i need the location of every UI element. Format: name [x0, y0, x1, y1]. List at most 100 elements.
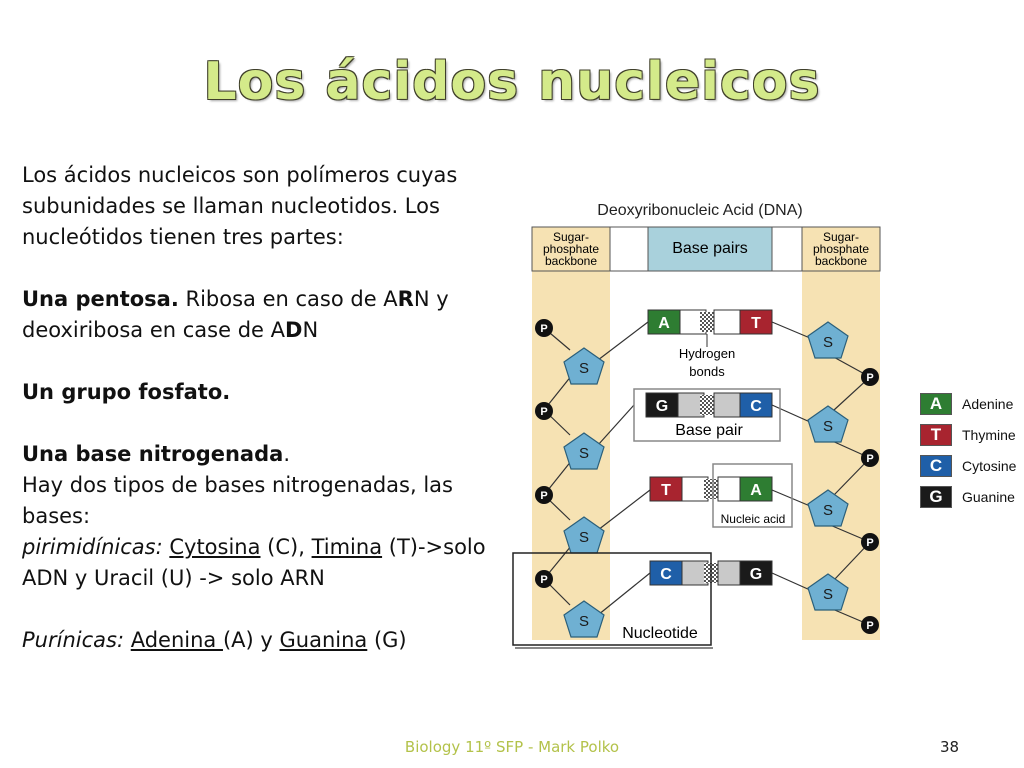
adenina-rest: (A) y [222, 628, 280, 652]
pentosa-text-1: Ribosa en caso de A [178, 287, 398, 311]
phosphate-right-2 [861, 449, 879, 467]
phosphate-right-4-label: P [866, 620, 873, 632]
legend-label-guanine: Guanine [962, 488, 1015, 505]
base-pair-3: T A [649, 476, 773, 502]
nucleic-acid-label: Nucleic acid [721, 512, 786, 526]
sugar-right-1 [807, 321, 849, 359]
slide-body: Los ácidos nucleicos son polímeros cuyas… [22, 160, 522, 656]
hydrogen-bonds-label-1: Hydrogen [679, 346, 735, 361]
base-dot: . [283, 442, 290, 466]
legend-swatch-thymine: T [920, 423, 952, 446]
legend-item-adenine: A Adenine [920, 388, 1016, 419]
legend-item-guanine: G Guanine [920, 481, 1016, 512]
pair-2-left: G [656, 398, 668, 415]
base-pair-1: A T [647, 309, 773, 335]
fosfato-paragraph: Un grupo fosfato. [22, 377, 522, 408]
base-pair-2: G C [645, 392, 773, 418]
pair-1-left: A [658, 315, 670, 332]
left-backbone-line3: backbone [545, 254, 597, 268]
legend-label-thymine: Thymine [962, 426, 1016, 443]
diagram-title: Deoxyribonucleic Acid (DNA) [597, 202, 802, 219]
pirimidinicas-paragraph: pirimidínicas: Cytosina (C), Timina (T)-… [22, 532, 522, 594]
phosphate-right-3 [861, 533, 879, 551]
phosphate-left-4 [535, 570, 553, 588]
pentosa-heading: Una pentosa. [22, 287, 179, 311]
base-pair-highlight [633, 388, 781, 442]
phosphate-right-4 [861, 616, 879, 634]
base-pairs-title: Base pairs [672, 240, 748, 257]
sugar-left-4 [563, 600, 605, 638]
right-backbone-header [801, 226, 881, 272]
pentosa-text-3: N [302, 318, 319, 342]
phosphate-right-2-label: P [866, 453, 873, 465]
purinicas-paragraph: Purínicas: Adenina (A) y Guanina (G) [22, 625, 522, 656]
timina-rest: (T)->solo ADN y Uracil (U) -> solo ARN [22, 535, 486, 590]
guanina-rest: (G) [367, 628, 407, 652]
legend-item-thymine: T Thymine [920, 419, 1016, 450]
pentosa-paragraph: Una pentosa. Ribosa en caso de ARN y deo… [22, 284, 522, 346]
nucleic-acid-highlight [712, 463, 793, 528]
dna-diagram: Deoxyribonucleic Acid (DNA) Sugar- phosp… [512, 202, 881, 649]
page-number: 38 [940, 738, 960, 756]
phosphate-left-3 [535, 486, 553, 504]
nucleotide-highlight [512, 552, 712, 646]
left-backbone-header [531, 226, 611, 272]
legend-label-adenine: Adenine [962, 395, 1014, 412]
right-backbone-line1: Sugar- [823, 230, 859, 244]
cytosina-term: Cytosina [169, 535, 261, 559]
sugar-left-2-label: S [579, 445, 589, 462]
phosphate-left-2 [535, 402, 553, 420]
sugar-right-3-label: S [823, 502, 833, 519]
pentosa-d: D [285, 318, 303, 342]
fosfato-heading: Un grupo fosfato. [22, 380, 231, 404]
phosphate-right-1 [861, 368, 879, 386]
pair-1-right: T [751, 315, 761, 332]
adenina-term: Adenina [130, 628, 223, 652]
pentosa-r: R [397, 287, 414, 311]
guanina-term: Guanina [279, 628, 368, 652]
pair-3-right: A [750, 482, 762, 499]
sugar-right-2-label: S [823, 418, 833, 435]
right-backbone-line2: phosphate [813, 242, 869, 256]
slide-title: Los ácidos nucleicos [203, 52, 821, 112]
base-legend: A Adenine T Thymine C Cytosine G Guanine [920, 388, 1016, 512]
legend-label-cytosine: Cytosine [962, 457, 1017, 474]
pair-4-left: C [660, 566, 672, 583]
phosphate-right-1-label: P [866, 372, 873, 384]
phosphate-left-3-label: P [540, 490, 547, 502]
sugar-right-4-label: S [823, 586, 833, 603]
pair-3-left: T [661, 482, 671, 499]
phosphate-left-2-label: P [540, 406, 547, 418]
legend-swatch-cytosine: C [920, 454, 952, 477]
pair-2-right: C [750, 398, 762, 415]
left-backbone-line1: Sugar- [553, 230, 589, 244]
intro-paragraph: Los ácidos nucleicos son polímeros cuyas… [22, 163, 458, 249]
pair-4-right: G [750, 566, 762, 583]
sugar-right-2 [807, 405, 849, 443]
sugar-right-3 [807, 489, 849, 527]
slide-footer: Biology 11º SFP - Mark Polko [404, 738, 620, 756]
sugar-left-1 [563, 347, 605, 385]
legend-swatch-adenine: A [920, 392, 952, 415]
cytosina-abbr: (C), [260, 535, 312, 559]
tipos-paragraph: Hay dos tipos de bases nitrogenadas, las… [22, 473, 453, 528]
sugar-right-4 [807, 573, 849, 611]
pirimidinicas-label: pirimidínicas: [22, 535, 163, 559]
sugar-left-2 [563, 432, 605, 470]
legend-swatch-guanine: G [920, 485, 952, 508]
hydrogen-bonds-label-2: bonds [689, 364, 725, 379]
sugar-left-3-label: S [579, 529, 589, 546]
purinicas-label: Purínicas: [22, 628, 125, 652]
pentosa-text-2: N y deoxiribosa en case de A [22, 287, 449, 342]
base-pair-label: Base pair [675, 422, 743, 439]
base-pairs-header [647, 226, 773, 272]
right-backbone-line3: backbone [815, 254, 867, 268]
phosphate-right-3-label: P [866, 537, 873, 549]
base-heading-paragraph: Una base nitrogenada. [22, 439, 522, 470]
sugar-left-1-label: S [579, 360, 589, 377]
base-heading: Una base nitrogenada [22, 442, 284, 466]
timina-term: Timina [311, 535, 383, 559]
sugar-left-4-label: S [579, 613, 589, 630]
sugar-right-1-label: S [823, 334, 833, 351]
phosphate-left-4-label: P [540, 574, 547, 586]
